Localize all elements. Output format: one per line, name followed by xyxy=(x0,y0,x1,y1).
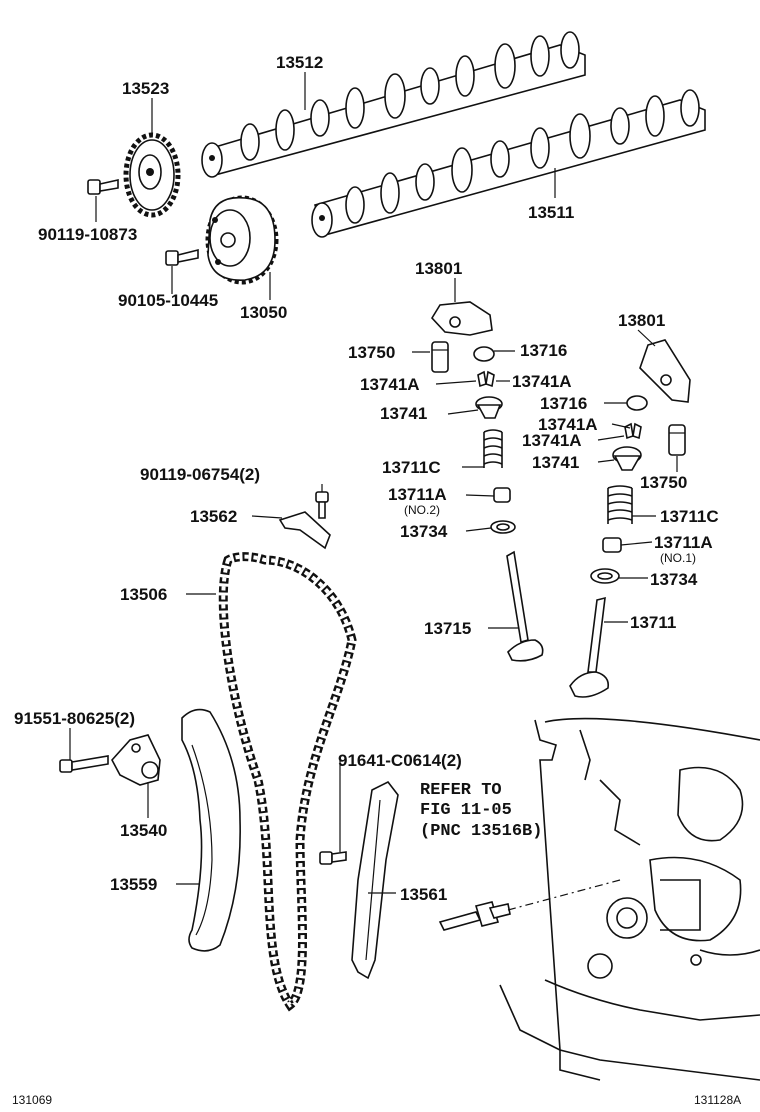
rocker-arm-13801-left xyxy=(430,301,493,336)
exhaust-valve-13715 xyxy=(506,550,544,662)
camshaft-13512 xyxy=(201,31,586,178)
label-90105-10445: 90105-10445 xyxy=(118,291,218,310)
camshaft-13511 xyxy=(311,89,706,238)
label-13801-right: 13801 xyxy=(618,311,665,330)
valve-stem-cap-13716-right xyxy=(626,395,648,411)
label-no1: (NO.1) xyxy=(660,551,696,565)
spring-seat-13734-left xyxy=(490,520,516,534)
label-13711C-right: 13711C xyxy=(660,507,719,526)
label-13734-left: 13734 xyxy=(400,522,448,541)
lash-adjuster-13750-left xyxy=(431,341,449,373)
label-13741A-left-2: 13741A xyxy=(512,372,572,391)
chain-guide-13562 xyxy=(278,511,331,550)
valve-keepers-13741A-left xyxy=(477,370,495,388)
label-13716-right: 13716 xyxy=(540,394,587,413)
label-13741A-left-1: 13741A xyxy=(360,375,420,394)
label-13741A-right-2: 13741A xyxy=(522,431,582,450)
bolt-90105-10445 xyxy=(165,248,199,266)
label-13741-right: 13741 xyxy=(532,453,579,472)
sprocket-13523 xyxy=(123,132,181,218)
chain-tensioner-slipper-13559 xyxy=(181,708,241,952)
part-labels: 13512 13523 13511 90119-10873 90105-1044… xyxy=(14,53,719,904)
bolt-91641-C0614 xyxy=(319,851,347,865)
chain-tensioner-13540 xyxy=(111,734,161,786)
label-13716-left: 13716 xyxy=(520,341,567,360)
spring-retainer-13741-left xyxy=(475,396,503,419)
label-13512: 13512 xyxy=(276,53,323,72)
label-13711A-left: 13711A xyxy=(388,485,447,504)
label-13741A-right-1: 13741A xyxy=(538,415,598,434)
label-13734-right: 13734 xyxy=(650,570,698,589)
label-90119-10873: 90119-10873 xyxy=(38,225,137,244)
refer-note-line2: FIG 11-05 xyxy=(420,801,512,820)
refer-note-line1: REFER TO xyxy=(420,781,502,800)
label-13750-left: 13750 xyxy=(348,343,395,362)
timing-chain-13506 xyxy=(218,552,357,1012)
rocker-arm-13801-right xyxy=(639,339,691,403)
label-13523: 13523 xyxy=(122,79,169,98)
label-90119-06754: 90119-06754(2) xyxy=(140,465,260,484)
spring-seat-13734-right xyxy=(590,568,620,584)
valve-keepers-13741A-right xyxy=(624,422,642,440)
label-13711C-left: 13711C xyxy=(382,458,441,477)
spring-retainer-13741-right xyxy=(612,446,642,471)
label-13506: 13506 xyxy=(120,585,167,604)
label-13715: 13715 xyxy=(424,619,471,638)
leader-lines xyxy=(69,72,678,894)
bolt-90119-10873 xyxy=(87,179,119,195)
label-13511: 13511 xyxy=(528,203,574,222)
valve-stem-cap-13716-left xyxy=(473,346,495,362)
label-13750-right: 13750 xyxy=(640,473,687,492)
label-13711A-right: 13711A xyxy=(654,533,713,552)
engine-block xyxy=(499,717,760,1081)
label-91551-80625: 91551-80625(2) xyxy=(14,709,135,728)
refer-note-line3: (PNC 13516B) xyxy=(420,822,542,841)
label-13540: 13540 xyxy=(120,821,167,840)
label-13801-left: 13801 xyxy=(415,259,462,278)
valve-spring-13711C-right xyxy=(607,485,633,524)
footer-right-code: 131128A xyxy=(694,1093,741,1107)
label-13050: 13050 xyxy=(240,303,287,322)
label-13562: 13562 xyxy=(190,507,237,526)
camshaft-timing-gear-13050 xyxy=(205,195,279,285)
valve-seal-13711A-left xyxy=(493,487,511,503)
chain-damper-13561 xyxy=(351,780,399,980)
label-no2: (NO.2) xyxy=(404,503,440,517)
label-13741-left: 13741 xyxy=(380,404,427,423)
lash-adjuster-13750-right xyxy=(668,424,686,456)
label-13561: 13561 xyxy=(400,885,447,904)
valve-spring-13711C-left xyxy=(483,429,503,468)
label-91641-C0614: 91641-C0614(2) xyxy=(338,751,462,770)
footer-left-code: 131069 xyxy=(12,1093,52,1107)
label-13559: 13559 xyxy=(110,875,157,894)
label-13711: 13711 xyxy=(630,613,676,632)
bolt-91551-80625 xyxy=(59,755,109,773)
bolt-90119-06754 xyxy=(315,491,329,519)
valve-seal-13711A-right xyxy=(602,537,622,553)
chain-guide-pin xyxy=(438,879,621,931)
intake-valve-13711 xyxy=(569,596,610,698)
